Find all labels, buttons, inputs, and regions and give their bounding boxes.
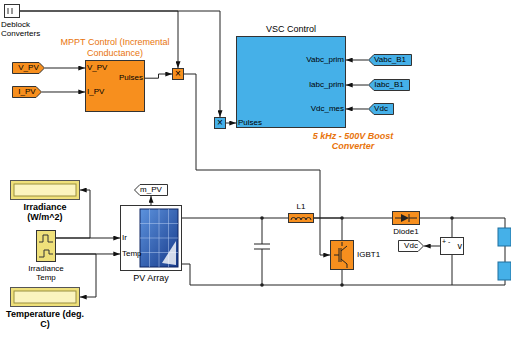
signal-line <box>424 246 440 247</box>
block-name: L1 <box>286 202 316 211</box>
signal-line <box>346 60 368 61</box>
product-block: × <box>172 68 184 80</box>
block-name: Deblock Converters <box>1 20 45 38</box>
from-tag: Vdc <box>368 103 394 115</box>
from-tag: I_PV <box>12 86 42 98</box>
signal-line <box>145 74 172 78</box>
block-outline <box>120 205 182 271</box>
vsc-control-block: VSC ControlVabc_primIabc_primVdc_mesPuls… <box>236 36 346 128</box>
signal-line <box>20 11 178 68</box>
signal-line <box>42 91 85 92</box>
block-outline <box>330 240 354 270</box>
product-block: × <box>214 117 226 129</box>
block-text: V_PV <box>18 63 38 72</box>
port-label: Ir <box>122 233 127 242</box>
signal-line <box>20 11 220 117</box>
block-text: Vdc <box>374 104 388 113</box>
block-outline <box>288 213 314 223</box>
port-label: Vabc_prim <box>306 55 344 64</box>
dc-capacitor <box>498 228 511 246</box>
block-text: Iabc_B1 <box>374 80 403 89</box>
dc-capacitor <box>498 262 511 280</box>
port-label: Pulses <box>238 118 262 127</box>
power-wire <box>314 218 342 240</box>
port-label: v <box>458 241 463 251</box>
from-tag: V_PV <box>12 62 45 74</box>
block-text: + - <box>442 238 450 246</box>
junction-dot <box>260 283 264 287</box>
display-block: Irradiance (W/m^2) <box>10 180 80 200</box>
block-text: m_PV <box>140 185 162 194</box>
block-outline <box>4 4 20 18</box>
port-label: Iabc_prim <box>309 80 344 89</box>
from-tag: Vabc_B1 <box>368 54 412 66</box>
block-name: PV Array <box>116 273 186 283</box>
annotation-label: 5 kHz - 500V Boost Converter <box>301 131 405 152</box>
signal-builder: Irradiance Temp <box>36 230 56 262</box>
block-name: Irradiance Temp <box>21 264 71 282</box>
block-text: × <box>175 68 181 80</box>
block-name: VSC Control <box>236 24 346 34</box>
signal-line <box>346 85 368 86</box>
block-name: Irradiance (W/m^2) <box>7 202 83 223</box>
signal-line <box>151 196 152 205</box>
block-name: Temperature (deg. C) <box>5 309 85 330</box>
signal-line <box>56 253 120 254</box>
inductor-block: L1 <box>288 213 314 223</box>
from-tag: Iabc_B1 <box>368 79 410 91</box>
block-name: Diode1 <box>386 227 426 236</box>
signal-line <box>56 238 120 239</box>
junction-dot <box>450 216 454 220</box>
block-outline <box>10 287 80 307</box>
signal-line <box>45 68 85 69</box>
block-text: I_PV <box>18 87 35 96</box>
port-label: Temp <box>122 249 142 258</box>
block-text: Vabc_B1 <box>374 55 406 64</box>
positive-rail <box>420 218 505 219</box>
voltage-measurement: v + - <box>440 237 464 255</box>
diode-block: Diode1 <box>392 211 420 225</box>
display-block: Temperature (deg. C) <box>10 287 80 307</box>
port-label: Pulses <box>119 74 143 83</box>
block-name: MPPT Control (Incremental Conductance) <box>59 37 171 58</box>
signal-line <box>346 108 368 109</box>
pv-array: PV ArrayIrTemp <box>120 205 182 271</box>
goto-tag: m_PV <box>134 184 168 196</box>
block-outline <box>10 180 80 200</box>
block-text: × <box>217 117 223 129</box>
port-label: Vdc_mes <box>311 104 344 113</box>
port-label: V_PV <box>87 63 107 72</box>
block-outline <box>36 230 56 262</box>
signal-line <box>226 123 236 124</box>
mppt-block: MPPT Control (Incremental Conductance)V_… <box>85 60 145 112</box>
goto-tag: Vdc <box>398 240 424 252</box>
power-wire <box>182 218 288 219</box>
junction-dot <box>340 283 344 287</box>
capacitor-symbol <box>254 218 270 285</box>
constant-block: Deblock Converters <box>4 4 20 18</box>
block-text: Vdc <box>404 241 418 250</box>
block-name: IGBT1 <box>357 250 380 259</box>
port-label: I_PV <box>87 87 104 96</box>
emitter-wire <box>342 270 343 285</box>
block-outline <box>392 211 420 225</box>
igbt-block: IGBT1 <box>330 240 354 270</box>
